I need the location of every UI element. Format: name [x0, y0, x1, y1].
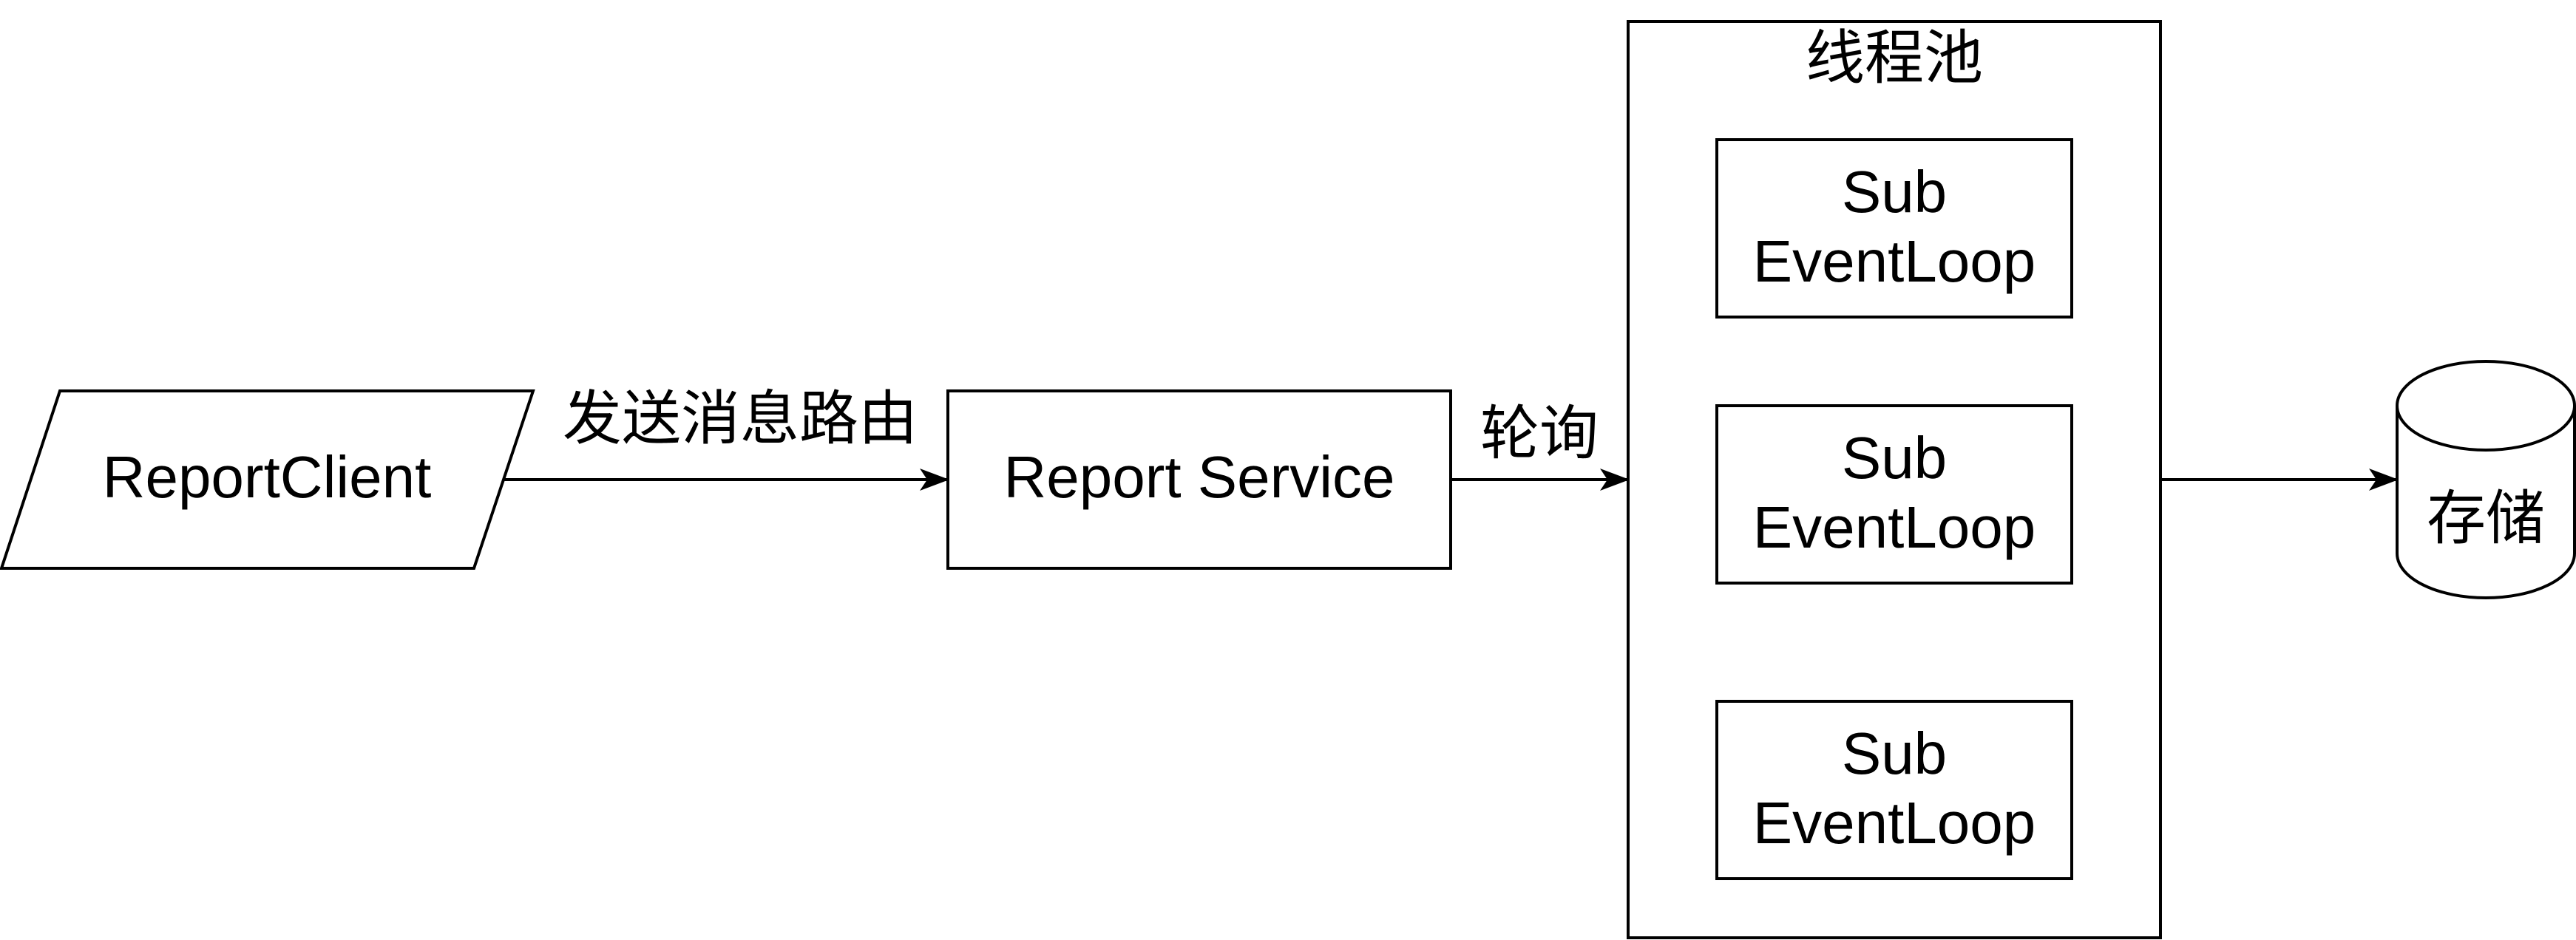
storage-label: 存储: [2427, 484, 2545, 553]
sub-eventloop-line1: Sub: [1842, 721, 1947, 786]
sub-eventloop-shape: [1715, 138, 2073, 319]
edge-service-to-pool-label: 轮询: [1480, 399, 1599, 468]
sub-eventloop-line2: EventLoop: [1753, 228, 2036, 294]
sub-eventloop-line1: Sub: [1842, 425, 1947, 491]
sub-eventloop-shape: [1715, 700, 2073, 880]
thread-pool-node: 线程池 Sub EventLoop Sub EventLoop Sub Even…: [1627, 20, 2162, 939]
sub-eventloop-line2: EventLoop: [1753, 494, 2036, 560]
report-client-shape: [0, 389, 535, 570]
edge-service-to-pool: 轮询: [1451, 399, 1630, 491]
report-service-label: Report Service: [1003, 444, 1394, 510]
storage-cylinder-top: [2396, 360, 2576, 452]
storage-node: 存储: [2396, 360, 2576, 599]
sub-eventloop-shape: [1715, 404, 2073, 585]
report-service-shape: [946, 389, 1452, 570]
sub-eventloop-line1: Sub: [1842, 159, 1947, 225]
sub-eventloop-box: Sub EventLoop: [1715, 700, 2073, 880]
edge-client-to-service: 发送消息路由: [504, 384, 949, 491]
report-client-node: ReportClient: [0, 389, 535, 570]
report-service-node: Report Service: [946, 389, 1452, 570]
sub-eventloop-box: Sub EventLoop: [1715, 138, 2073, 319]
sub-eventloop-line2: EventLoop: [1753, 790, 2036, 856]
edge-client-to-service-label: 发送消息路由: [563, 384, 918, 453]
thread-pool-title: 线程池: [1806, 24, 1983, 92]
report-client-label: ReportClient: [103, 444, 432, 510]
sub-eventloop-box: Sub EventLoop: [1715, 404, 2073, 585]
storage-cylinder-body: [2396, 406, 2576, 599]
